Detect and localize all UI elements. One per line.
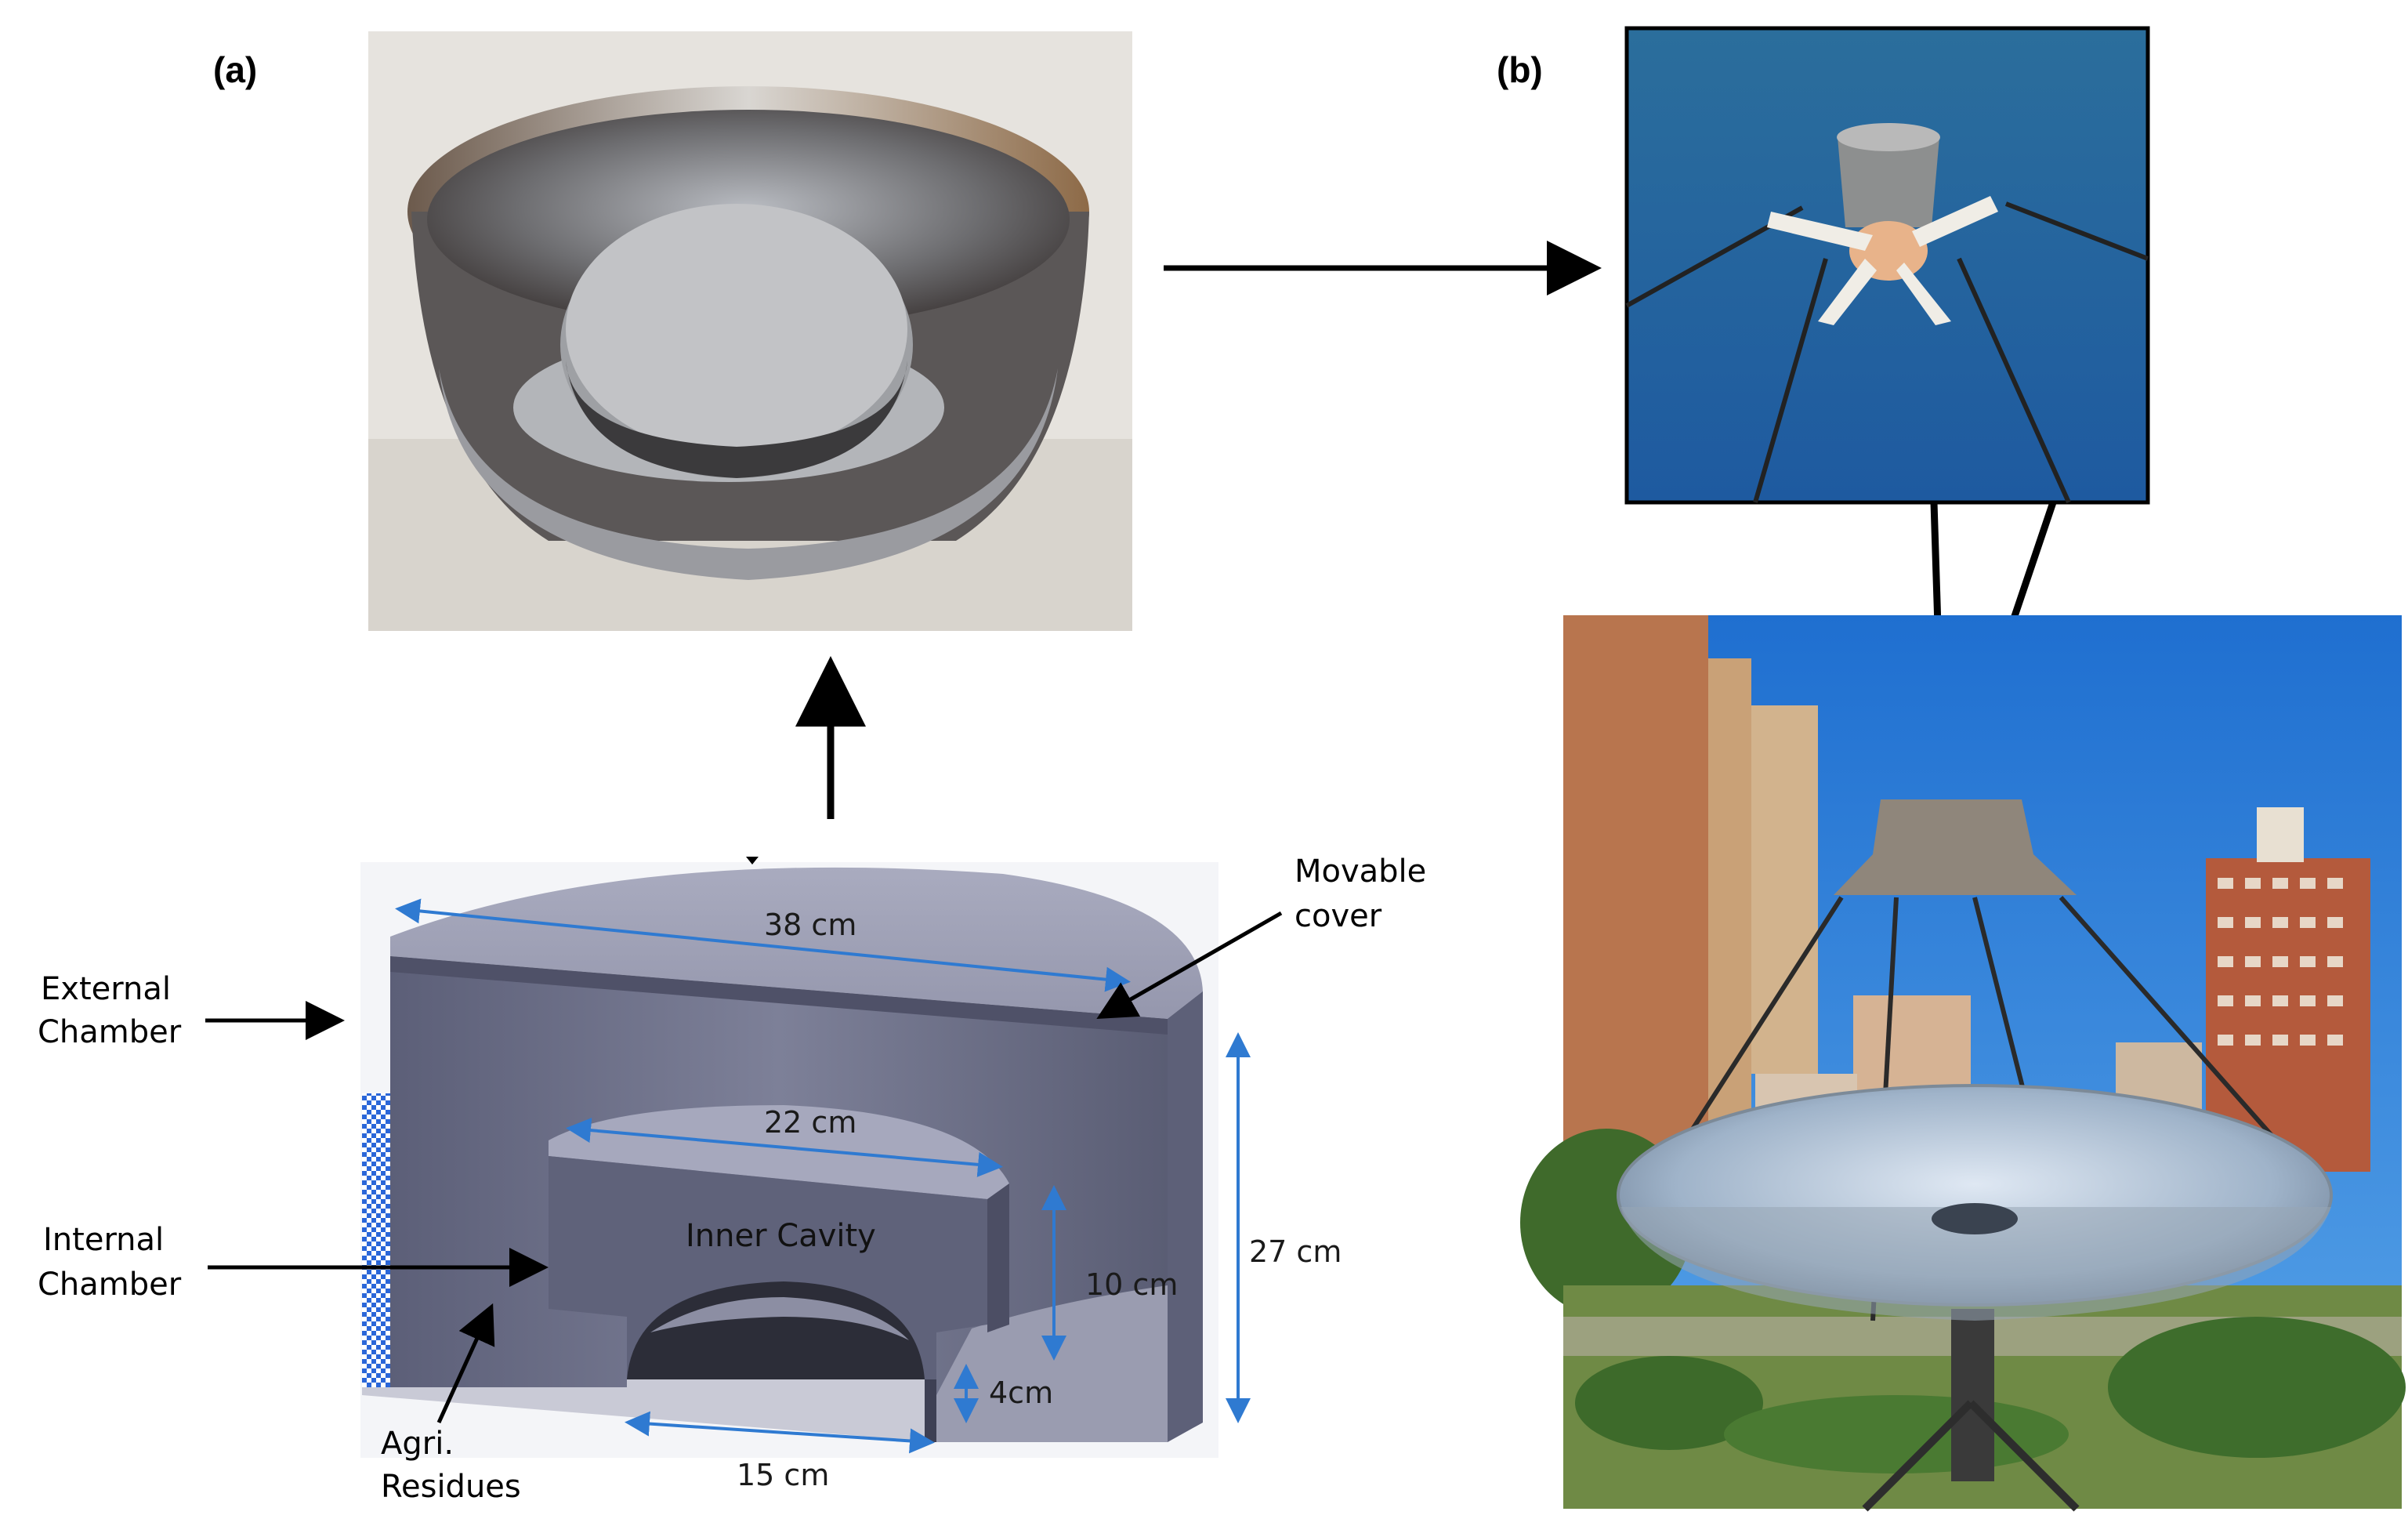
callout-agri-residues-line2: Residues	[381, 1469, 521, 1505]
dimension-opening-diameter: 15 cm	[737, 1458, 829, 1492]
chamber-cutaway-diagram	[360, 857, 1251, 1458]
solar-dish-photo	[1520, 615, 2406, 1512]
dimension-outer-height: 27 cm	[1249, 1234, 1342, 1269]
dimension-outer-diameter: 38 cm	[764, 908, 856, 942]
callout-external-chamber-line2: Chamber	[38, 1014, 182, 1050]
callout-movable-cover-line2: cover	[1295, 898, 1382, 934]
arrow-movable-cover	[1096, 911, 1283, 1019]
arrow-agri-residues	[436, 1303, 495, 1424]
dimension-inner-height: 10 cm	[1085, 1267, 1178, 1302]
callout-internal-chamber-line1: Internal	[43, 1222, 164, 1258]
inner-cavity-label: Inner Cavity	[686, 1218, 876, 1254]
bowl-photo	[368, 31, 1132, 631]
panel-label-b: (b)	[1497, 49, 1543, 90]
callout-movable-cover-line1: Movable	[1295, 854, 1426, 890]
dimension-inner-diameter: 22 cm	[764, 1105, 856, 1140]
callout-agri-residues-line1: Agri.	[381, 1426, 454, 1462]
callout-internal-chamber-line2: Chamber	[38, 1267, 182, 1303]
receiver-closeup-photo	[1624, 26, 2150, 505]
panel-label-a: (a)	[213, 49, 257, 90]
callout-external-chamber-line1: External	[41, 971, 171, 1007]
dimension-bottom-gap: 4cm	[989, 1376, 1053, 1410]
